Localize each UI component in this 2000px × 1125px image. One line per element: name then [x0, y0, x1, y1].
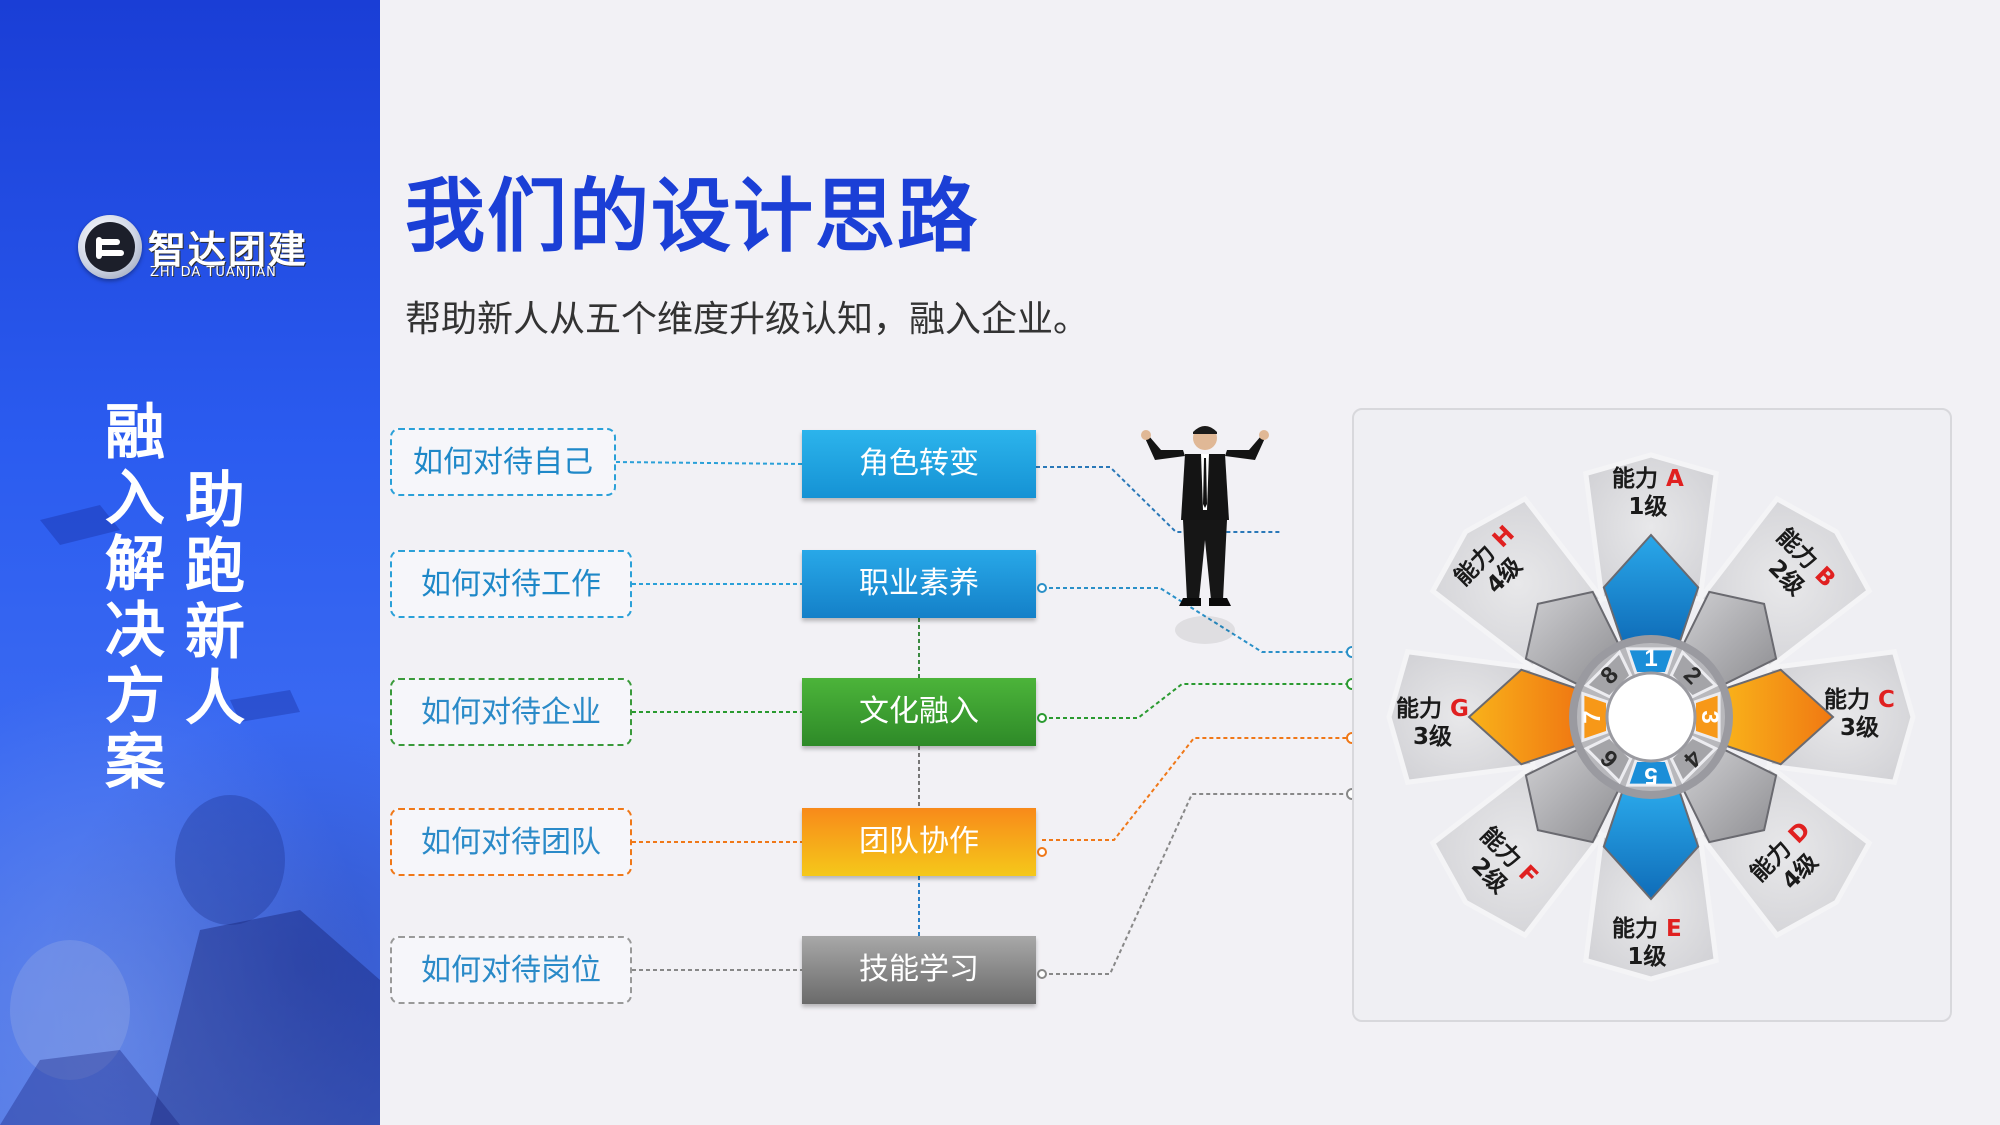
tagline-char: 解 [105, 530, 165, 600]
tagline-char: 新 [185, 598, 245, 668]
ability-label-c: 能力 C 3级 [1824, 687, 1895, 741]
brand-logo: 智达团建 ZHI DA TUANJIAN [78, 215, 308, 285]
dimension-label: 职业素养 [859, 566, 979, 601]
dimension-box-teamwork: 团队协作 [802, 808, 1036, 876]
page-title: 我们的设计思路 [405, 170, 979, 263]
tagline-char: 跑 [185, 532, 245, 602]
question-box-self: 如何对待自己 [390, 428, 616, 496]
businessman-figure [1141, 426, 1269, 644]
tagline-char: 决 [105, 596, 165, 666]
connector-q1 [615, 461, 803, 465]
brand-logo-icon [78, 215, 142, 279]
ability-label-a: 能力 A 1级 [1612, 466, 1684, 520]
dimension-label: 技能学习 [859, 952, 979, 987]
connector-d4 [1042, 737, 1352, 841]
wheel-ring-number: 1 [1644, 645, 1657, 672]
connector-d5 [1042, 793, 1352, 975]
brand-pinyin: ZHI DA TUANJIAN [150, 265, 277, 280]
tagline-char: 方 [105, 662, 165, 732]
question-text: 如何对待岗位 [421, 953, 601, 988]
question-text: 如何对待自己 [413, 445, 593, 480]
dimension-box-skills: 技能学习 [802, 936, 1036, 1004]
graduates-photo-silhouettes [0, 505, 380, 1125]
dimension-box-professionalism: 职业素养 [802, 550, 1036, 618]
tagline-char: 案 [105, 728, 165, 798]
dimension-box-role: 角色转变 [802, 430, 1036, 498]
question-text: 如何对待企业 [421, 695, 601, 730]
question-box-team: 如何对待团队 [390, 808, 632, 876]
sidebar: 智达团建 ZHI DA TUANJIAN 融 入 解 决 方 案 助 跑 新 人 [0, 0, 380, 1125]
question-box-company: 如何对待企业 [390, 678, 632, 746]
tagline-char: 助 [185, 466, 245, 536]
wheel-center [1605, 671, 1697, 763]
vertical-tagline-right: 助 跑 新 人 [180, 468, 250, 732]
tagline-char: 人 [185, 664, 245, 734]
vertical-tagline-left: 融 入 解 决 方 案 [100, 400, 170, 796]
dimension-box-culture: 文化融入 [802, 678, 1036, 746]
dimension-label: 团队协作 [859, 824, 979, 859]
ability-label-e: 能力 E 1级 [1612, 916, 1682, 970]
dimension-label: 角色转变 [859, 446, 979, 481]
wheel-ring-number: 7 [1579, 710, 1606, 723]
ability-label-g: 能力 G 3级 [1396, 696, 1469, 750]
dimension-label: 文化融入 [859, 694, 979, 729]
tagline-char: 融 [105, 398, 165, 468]
question-text: 如何对待团队 [421, 825, 601, 860]
connector-d1 [1036, 466, 1282, 533]
brand-name: 智达团建 [148, 228, 309, 272]
wheel-ring-number: 3 [1696, 710, 1723, 723]
page-subtitle: 帮助新人从五个维度升级认知，融入企业。 [405, 299, 1090, 340]
question-box-work: 如何对待工作 [390, 550, 632, 618]
question-text: 如何对待工作 [421, 567, 601, 602]
connector-d2 [1042, 587, 1352, 653]
sidebar-photo-shade [0, 665, 380, 1125]
connector-d3 [1042, 683, 1352, 719]
question-box-position: 如何对待岗位 [390, 936, 632, 1004]
wheel-ring-number: 5 [1644, 762, 1657, 789]
tagline-char: 入 [105, 464, 165, 534]
